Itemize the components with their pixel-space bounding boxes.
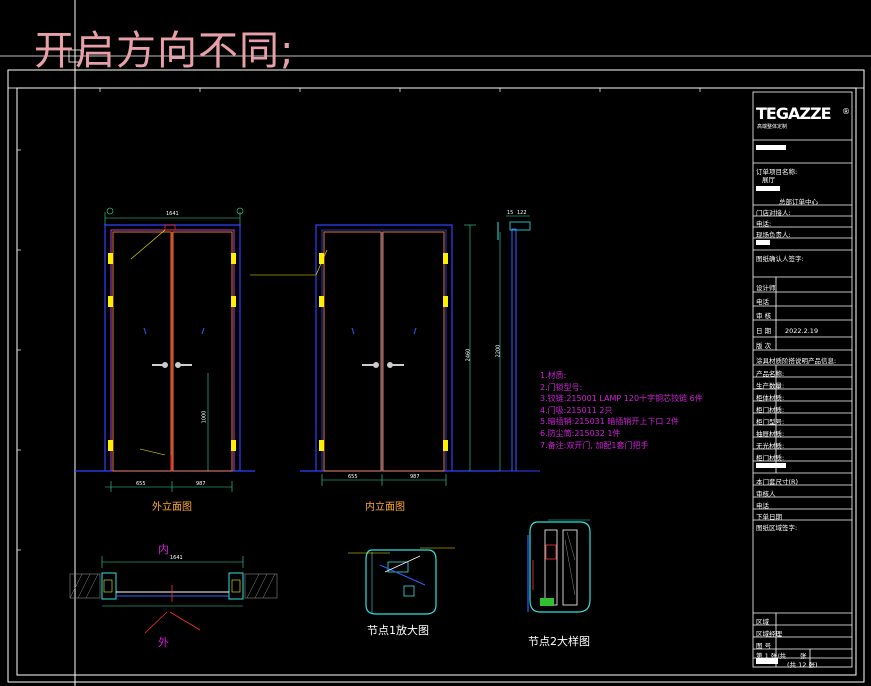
field-7: 无光材质: (756, 442, 785, 450)
node2-title: 节点2大样图 (528, 635, 590, 648)
notes-block: 1.材质: 2.门锁型号: 3.铰链:215001 LAMP 120十字铜芯铰链… (540, 370, 703, 451)
quote-label: 本门套尺寸(R) (756, 478, 799, 486)
cursor-box (68, 49, 82, 63)
drawing-no-label: 图 号 (756, 642, 772, 650)
dim-inner-right: 987 (410, 474, 420, 480)
dim-plan-width: 1641 (170, 555, 183, 561)
dim-outer-width: 1641 (166, 211, 179, 217)
swing-marks (143, 327, 205, 335)
title-block (752, 91, 853, 668)
outer-frame (7, 69, 865, 683)
reviewer-label: 审核人 (756, 490, 776, 498)
manager-label: 现场负责人: (756, 231, 791, 239)
door-leaf-left-inner (323, 231, 382, 472)
hinges (108, 253, 236, 451)
dim-height: 2460 (465, 348, 472, 362)
total-pages: (共 12 张) (787, 661, 818, 669)
field-8: 柜门材质: (756, 454, 785, 462)
dim-top-b: 122 (517, 210, 527, 216)
area-manager-label: 区域经理 (756, 630, 782, 638)
note-2: 2.门锁型号: (540, 382, 583, 392)
side-section (497, 215, 540, 472)
tel2-label: 电话 (756, 502, 769, 510)
date-label: 日 期 (756, 327, 772, 335)
confirm2-label: 图纸区域签字: (756, 524, 798, 532)
review-label: 审 核 (756, 312, 772, 320)
outer-elevation-title: 外立面图 (152, 502, 192, 513)
note-4: 4.门吸:215011 2只 (540, 405, 613, 415)
inner-elevation (250, 224, 501, 486)
outer-elevation (75, 207, 255, 492)
note-5: 5.暗插销:215031 暗插销开上下口 2件 (540, 417, 680, 427)
note-7: 7.备注:双开门, 加配1套门把手 (540, 440, 649, 450)
inner-elevation-title: 内立面图 (365, 502, 405, 513)
date-value: 2022.2.19 (785, 327, 819, 335)
handles-inner (362, 362, 404, 368)
note-3: 3.铰链:215001 LAMP 120十字铜芯铰链 6件 (540, 394, 703, 404)
handles (152, 362, 192, 368)
node1-detail (348, 547, 455, 615)
door-leaf-left (112, 231, 172, 472)
field-5: 柜门型号: (756, 418, 785, 426)
banner-title: 开启方向不同; (34, 28, 295, 74)
field-2: 生产数量: (756, 382, 785, 390)
door-leaf-right (172, 231, 233, 472)
dim-outer-left: 655 (136, 481, 146, 487)
phone-label: 电话: (756, 220, 772, 228)
center-label: 总部订单中心 (779, 198, 818, 206)
product-info-label: 涂具材质阶搭说明产品信息: (756, 357, 837, 365)
brand-logo: TEGAZZE (756, 104, 831, 123)
version-label: 版 次 (756, 342, 772, 350)
store-label: 门店对接人: (756, 209, 791, 217)
order-value: 展厅 (762, 176, 775, 184)
dims-outer (104, 212, 241, 492)
tel-label: 电话 (756, 298, 769, 306)
plan-view (69, 556, 278, 634)
designer-label: 设计师 (756, 284, 776, 292)
plan-outer-label: 外 (158, 636, 169, 649)
area-label: 区域 (756, 618, 769, 626)
field-1: 产品名称: (756, 370, 785, 378)
plan-inner-label: 内 (158, 543, 169, 556)
dim-top-a: 15 (507, 210, 514, 216)
page-label: 第 1 张/共 (756, 652, 786, 660)
order-label: 订单项目名称: (756, 168, 798, 176)
frame-ticks (17, 88, 701, 551)
title-block-fills (756, 145, 786, 664)
hinges-inner (319, 253, 448, 451)
registered-icon: ® (842, 107, 850, 116)
note-6: 6.防尘筒:215032 1件 (540, 428, 621, 438)
note-1: 1.材质: (540, 371, 567, 380)
dim-handle-height: 1000 (201, 410, 208, 424)
node2-detail (527, 519, 591, 613)
inner-frame (16, 87, 857, 676)
node1-title: 节点1放大图 (367, 624, 429, 637)
brand-sub: 高端整体定制 (757, 124, 788, 130)
door-leaf-right-inner (382, 231, 445, 472)
dim-inner-left: 655 (348, 474, 358, 480)
confirm-label: 图纸确认人签字: (756, 255, 804, 263)
order-date-label: 下单日期 (756, 513, 782, 521)
field-3: 柜体材质: (756, 394, 785, 402)
dim-outer-right: 987 (196, 481, 206, 487)
field-4: 柜门材质: (756, 406, 785, 414)
dim-height2: 2200 (495, 344, 502, 358)
field-6: 抽屉材质: (756, 430, 785, 438)
page-value: 张 (800, 652, 807, 660)
dims-inner (321, 224, 501, 486)
